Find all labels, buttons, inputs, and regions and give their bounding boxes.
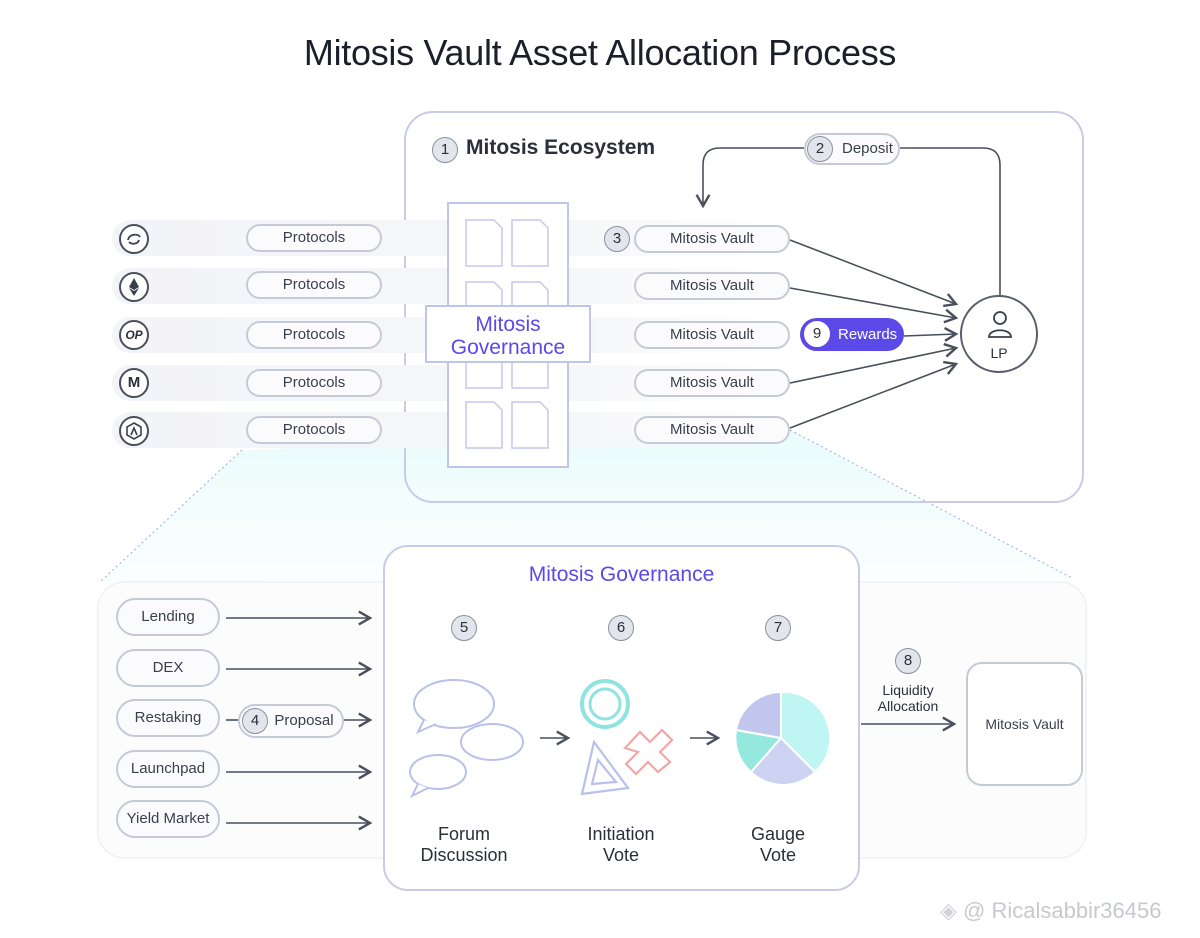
stage-label-line2: Vote	[759, 845, 797, 865]
liquidity-allocation-label: Liquidity Allocation	[858, 682, 958, 714]
step-badge-6: 6	[608, 615, 634, 641]
vote-shapes-icon	[580, 679, 674, 796]
mitosis-vault-pill: Mitosis Vault	[634, 369, 790, 397]
lp-node: LP	[960, 295, 1038, 373]
diamond-icon: ◈	[940, 898, 964, 923]
mitosis-vault-pill: Mitosis Vault	[634, 416, 790, 444]
stage-label-line1: Gauge	[750, 824, 806, 844]
governance-overlay-line2: Governance	[450, 336, 566, 359]
chat-bubbles-icon	[409, 679, 524, 799]
protocols-pill: Protocols	[246, 271, 382, 299]
step-badge-7: 7	[765, 615, 791, 641]
stage-label-gauge: Gauge Vote	[708, 824, 848, 866]
zoom-funnel	[100, 430, 1072, 582]
governance-overlay-line1: Mitosis	[475, 313, 541, 336]
step-badge-1: 1	[432, 137, 458, 163]
stage-label-forum: Forum Discussion	[394, 824, 534, 866]
swirl-icon	[119, 224, 149, 254]
zoom-line-left	[99, 449, 243, 583]
allocation-line2: Allocation	[877, 698, 939, 714]
rewards-label: Rewards	[838, 326, 898, 343]
stage-label-line1: Initiation	[587, 824, 655, 844]
page-title: Mitosis Vault Asset Allocation Process	[303, 32, 897, 73]
stage-label-line1: Forum	[437, 824, 490, 844]
step-badge-4: 4	[242, 708, 268, 734]
stage-label-initiation: Initiation Vote	[551, 824, 691, 866]
protocols-pill: Protocols	[246, 224, 382, 252]
category-lending: Lending	[116, 598, 220, 636]
op-icon: OP	[119, 320, 149, 350]
protocols-pill: Protocols	[246, 321, 382, 349]
step-badge-8: 8	[895, 648, 921, 674]
rewards-pill: 9 Rewards	[800, 318, 904, 351]
category-dex: DEX	[116, 649, 220, 687]
user-icon	[988, 311, 1012, 338]
allocation-line1: Liquidity	[882, 682, 934, 698]
step-badge-2: 2	[807, 136, 833, 162]
stage-label-line2: Discussion	[420, 845, 508, 865]
mitosis-vault-pill: Mitosis Vault	[634, 225, 790, 253]
governance-title: Mitosis Governance	[528, 563, 715, 586]
lp-label: LP	[990, 345, 1008, 361]
ecosystem-label: Mitosis Ecosystem	[466, 136, 656, 159]
watermark-text: @ Ricalsabbir36456	[963, 898, 1162, 923]
ethereum-icon	[119, 272, 149, 302]
governance-overlay-box: Mitosis Governance	[425, 305, 591, 363]
deposit-label: Deposit	[842, 140, 893, 157]
mitosis-vault-pill: Mitosis Vault	[634, 272, 790, 300]
category-launchpad: Launchpad	[116, 750, 220, 788]
step-badge-3: 3	[604, 226, 630, 252]
protocols-pill: Protocols	[246, 369, 382, 397]
m-icon: M	[119, 368, 149, 398]
mitosis-vault-pill: Mitosis Vault	[634, 321, 790, 349]
arbitrum-icon	[119, 416, 149, 446]
stage-label-line2: Vote	[602, 845, 640, 865]
step-badge-5: 5	[451, 615, 477, 641]
step-badge-9: 9	[804, 321, 830, 347]
proposal-label: Proposal	[274, 712, 334, 729]
gauge-pie-icon	[734, 690, 829, 786]
zoom-line-right	[789, 429, 1073, 579]
final-mitosis-vault: Mitosis Vault	[966, 662, 1083, 786]
category-yield-market: Yield Market	[116, 800, 220, 838]
watermark: ◈ @ Ricalsabbir36456	[940, 898, 1161, 924]
protocols-pill: Protocols	[246, 416, 382, 444]
category-restaking: Restaking	[116, 699, 220, 737]
ecosystem-frame	[404, 111, 1084, 503]
